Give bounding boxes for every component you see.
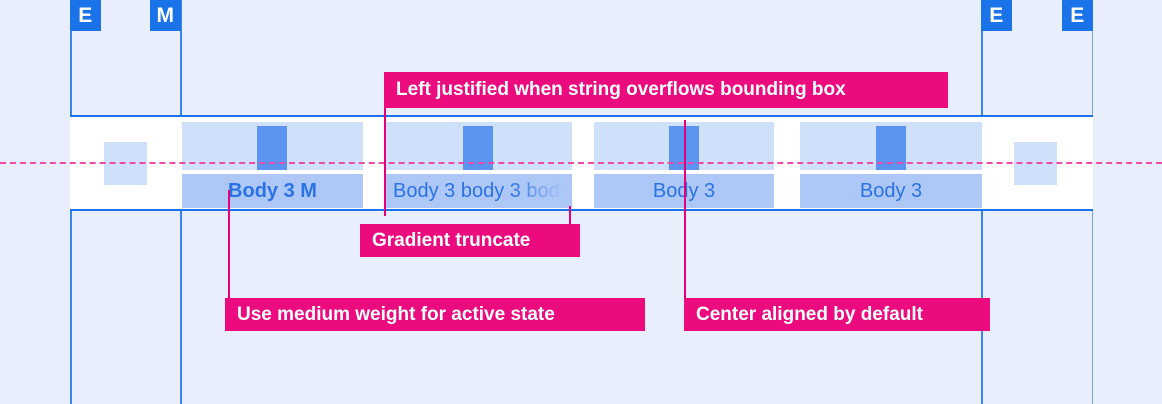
- tab-body-3-last[interactable]: Body 3: [800, 122, 982, 208]
- annotation-gradient-truncate: Gradient truncate: [360, 224, 580, 257]
- leader-center-aligned: [684, 120, 686, 300]
- tab-label: Body 3 body 3 body 3: [393, 180, 572, 202]
- annotation-left-justified: Left justified when string overflows bou…: [384, 72, 948, 108]
- tab-label-slot: Body 3 M: [182, 174, 363, 208]
- badge-edge-right-inner: E: [981, 0, 1012, 31]
- annotation-center-aligned: Center aligned by default: [684, 298, 990, 331]
- badge-edge-right-outer: E: [1062, 0, 1093, 31]
- tab-label: Body 3 M: [228, 180, 317, 202]
- tab-body-3-m[interactable]: Body 3 M: [182, 122, 363, 208]
- leader-medium-weight: [228, 190, 230, 300]
- tab-label: Body 3: [859, 180, 923, 202]
- badge-edge-left-outer: E: [70, 0, 101, 31]
- tab-body-3-body-3-b[interactable]: Body 3 body 3 body 3: [385, 122, 572, 208]
- badge-medium-left: M: [150, 0, 181, 31]
- leader-gradient-truncate: [569, 206, 571, 226]
- leader-left-justified: [384, 100, 386, 216]
- baseline-guide: [0, 162, 1162, 164]
- annotation-medium-weight: Use medium weight for active state: [225, 298, 645, 331]
- tab-label-slot: Body 3: [800, 174, 982, 208]
- tab-label: Body 3: [652, 180, 716, 202]
- tab-label-slot: Body 3 body 3 body 3: [385, 174, 572, 208]
